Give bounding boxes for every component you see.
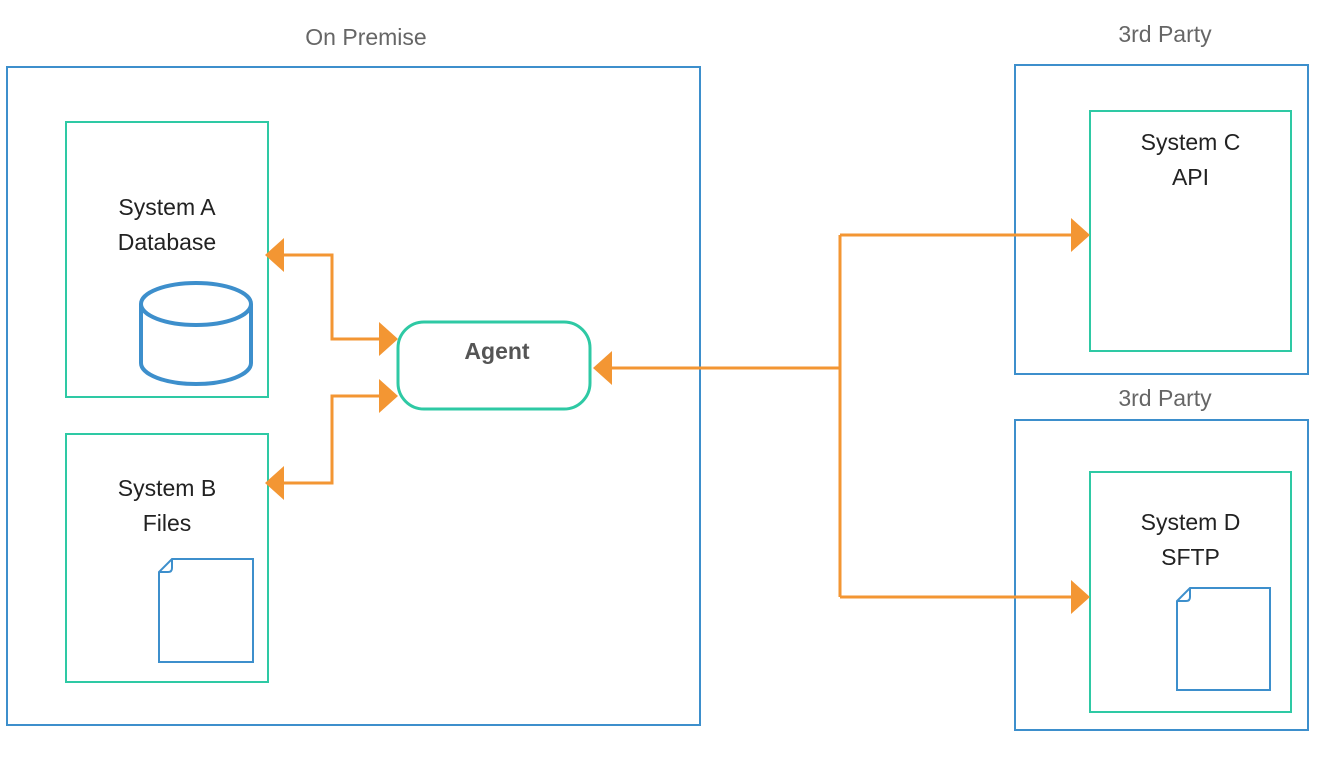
system-c-type: API [1171,164,1210,190]
arrowhead-system-c [1071,218,1090,252]
file-icon [1176,587,1271,691]
system-c-box [1089,110,1292,352]
agent-label: Agent [464,338,530,364]
connector-agent-system-b [284,394,380,485]
connector-agent-system-a [284,253,380,341]
third-party-bottom-label: 3rd Party [1118,385,1212,411]
system-d-name: System D [1140,509,1241,535]
system-c-label: System C API [1090,125,1291,195]
third-party-bottom-container [1014,419,1309,731]
system-b-box [65,433,269,683]
on-premise-container [6,66,701,726]
system-c-name: System C [1140,129,1241,155]
system-b-label: System B Files [66,471,268,541]
on-premise-label: On Premise [305,24,427,50]
third-party-top-container [1014,64,1309,375]
arrowhead-system-a [265,238,284,272]
connector-agent-third-party [612,233,1072,599]
system-d-label: System D SFTP [1090,505,1291,575]
third-party-top-label: 3rd Party [1118,21,1212,47]
system-b-name: System B [117,475,217,501]
system-d-type: SFTP [1161,544,1220,570]
system-a-box [65,121,269,398]
arrowhead-agent-lower [379,379,398,413]
system-a-type: Database [117,229,217,255]
system-a-label: System A Database [66,190,268,260]
arrowhead-system-b [265,466,284,500]
agent-node [396,320,592,411]
system-a-name: System A [118,194,216,220]
arrowhead-system-d [1071,580,1090,614]
file-icon [158,558,254,663]
arrowhead-agent-upper [379,322,398,356]
system-d-box [1089,471,1292,713]
system-b-type: Files [142,510,192,536]
database-icon [139,281,253,386]
arrowhead-agent-right [593,351,612,385]
